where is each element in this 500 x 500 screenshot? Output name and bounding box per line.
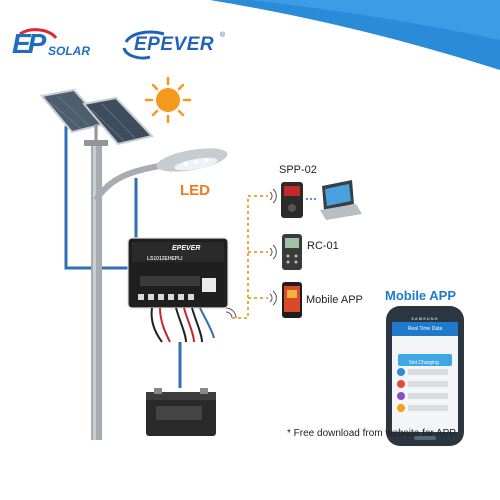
wifi-icon — [269, 244, 277, 260]
spp-label: SPP-02 — [279, 164, 317, 176]
epever-logo-text: EPEVER — [134, 34, 215, 55]
remote-meter-icon — [282, 234, 302, 270]
smartphone-icon — [282, 282, 302, 318]
mobile-app-title: Mobile APP — [385, 288, 457, 303]
battery-icon — [146, 388, 216, 436]
spp-module-icon — [281, 182, 303, 218]
epsolar-logo-icon — [19, 28, 58, 40]
wifi-icon — [269, 290, 277, 306]
wifi-icon — [269, 188, 277, 204]
wireless-links — [232, 195, 268, 319]
rc-label: RC-01 — [307, 240, 339, 252]
street-lamp-icon — [84, 140, 228, 440]
controller-model: LS1012EHEPLI — [147, 256, 183, 262]
led-label: LED — [180, 182, 210, 199]
sun-icon — [144, 76, 192, 124]
epsolar-logo-mark: EP — [12, 28, 46, 59]
registered-mark: ® — [220, 32, 226, 39]
solar-panel-icon — [40, 88, 154, 146]
charge-controller-icon — [127, 237, 229, 343]
laptop-icon — [320, 180, 362, 220]
footnote: * Free download from website for APP. — [287, 428, 458, 439]
mobile-app-label: Mobile APP — [306, 294, 363, 306]
epsolar-logo: EP SOLAR — [12, 28, 117, 68]
wifi-icon — [225, 307, 237, 319]
usb-link-dots — [306, 198, 316, 200]
phone-app-header: Real Time Data — [407, 326, 443, 332]
panel-wire — [64, 126, 128, 270]
epever-logo-icon — [122, 30, 165, 60]
phone-charge-status: Not Charging — [409, 360, 439, 366]
phone-brand: SAMSUNG — [411, 316, 439, 321]
smartphone-icon — [386, 306, 464, 446]
epsolar-logo-text: SOLAR — [48, 44, 90, 58]
controller-brand: EPEVER — [172, 245, 201, 252]
epever-logo: EPEVER ® — [120, 30, 230, 60]
